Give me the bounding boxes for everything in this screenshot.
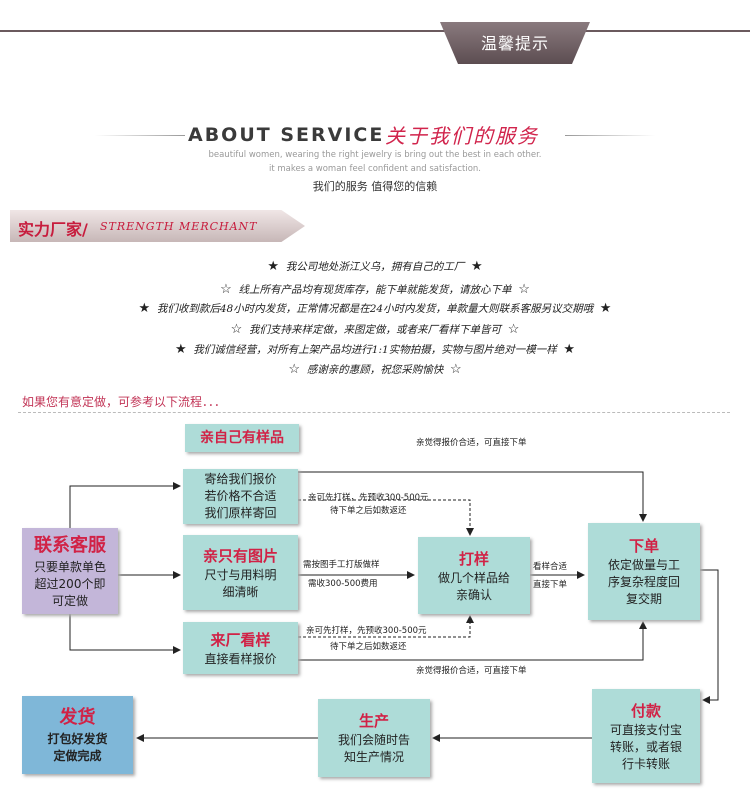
star-solid-icon: ★	[267, 259, 280, 274]
box-line: 转账，或者银	[609, 739, 682, 754]
place-order-box: 下单 依定做量与工 序复杂程度回 复交期	[588, 523, 700, 620]
banner-title-en: STRENGTH MERCHANT	[100, 220, 258, 233]
label-refund-1: 待下单之后如数返还	[330, 506, 407, 516]
about-title-cn: 关于我们的服务	[385, 124, 539, 148]
service-line-text: 我们诚信经营，对所有上架产品均进行1:1实物拍摄，实物与图片绝对一模一样	[193, 344, 557, 356]
service-line: ☆ 我们支持来样定做，来图定做，或者来厂看样下单皆可 ☆	[0, 322, 750, 337]
box-line: 可直接支付宝	[609, 722, 682, 737]
box-line: 寄给我们报价	[204, 472, 277, 486]
order-title: 下单	[628, 537, 659, 555]
process-title: 如果您有意定做，可参考以下流程．．．	[22, 395, 227, 409]
about-subtitle-1: beautiful women, wearing the right jewel…	[208, 150, 542, 160]
label-prepay-2: 亲可先打样，先预收300-500元	[306, 626, 427, 636]
label-sample-ok: 看样合适	[533, 562, 568, 572]
pay-title: 付款	[630, 701, 661, 720]
box-line: 序复杂程度回	[607, 575, 680, 589]
label-handmade: 需按图手工打版做样	[303, 560, 380, 570]
box-line: 尺寸与用料明	[204, 567, 277, 582]
picture-title: 亲只有图片	[202, 546, 278, 565]
box-line: 细清晰	[222, 584, 259, 599]
box-line: 超过200个即	[34, 576, 106, 591]
production-box: 生产 我们会随时告 知生产情况	[318, 699, 430, 777]
service-line-text: 我公司地处浙江义乌，拥有自己的工厂	[285, 261, 465, 273]
service-line-text: 感谢亲的惠顾，祝您采购愉快	[306, 364, 444, 376]
label-direct-order-top: 亲觉得报价合适，可直接下单	[416, 438, 527, 448]
star-solid-icon: ★	[174, 342, 187, 357]
box-line: 定做完成	[53, 749, 102, 763]
star-outline-icon: ☆	[220, 282, 232, 297]
box-line: 依定做量与工	[607, 558, 680, 572]
about-subtitle-3: 我们的服务 值得您的信赖	[312, 180, 438, 193]
service-line: ★ 我们收到款后48小时内发货，正常情况都是在24小时内发货，单款量大则联系客服…	[0, 301, 750, 316]
own-sample-box: 亲自己有样品	[185, 424, 299, 452]
label-refund-2: 待下单之后如数返还	[330, 642, 407, 652]
label-order-direct: 直接下单	[533, 580, 568, 590]
label-direct-order-bottom: 亲觉得报价合适，可直接下单	[416, 666, 527, 676]
box-line: 我们会随时告	[337, 733, 410, 747]
box-line: 知生产情况	[343, 750, 404, 764]
box-line: 打包好发货	[47, 732, 108, 746]
send-sample-box: 寄给我们报价 若价格不合适 我们原样寄回	[183, 469, 298, 524]
produce-title: 生产	[358, 712, 389, 730]
payment-box: 付款 可直接支付宝 转账，或者银 行卡转账	[592, 689, 700, 783]
star-outline-icon: ☆	[518, 282, 530, 297]
box-line: 可定做	[51, 593, 88, 608]
factory-visit-box: 来厂看样 直接看样报价	[183, 622, 298, 674]
star-outline-icon: ☆	[288, 362, 301, 377]
ship-title: 发货	[59, 707, 96, 728]
box-line: 复交期	[625, 592, 662, 606]
service-line: ★ 我们诚信经营，对所有上架产品均进行1:1实物拍摄，实物与图片绝对一模一样 ★	[0, 342, 750, 357]
picture-only-box: 亲只有图片 尺寸与用料明 细清晰	[183, 535, 298, 610]
service-line-text: 线上所有产品均有现货库存，能下单就能发货，请放心下单	[238, 284, 512, 296]
star-solid-icon: ★	[470, 259, 483, 274]
divider-right	[565, 135, 655, 136]
header-rule	[0, 30, 750, 32]
about-subtitle-2: it makes a woman feel confident and sati…	[269, 164, 481, 174]
proof-sample-box: 打样 做几个样品给 亲确认	[418, 537, 530, 614]
service-line-text: 我们收到款后48小时内发货，正常情况都是在24小时内发货，单款量大则联系客服另议…	[156, 303, 594, 315]
banner-title-cn: 实力厂家/	[18, 220, 88, 239]
label-fee: 需收300-500费用	[308, 579, 378, 589]
star-outline-icon: ☆	[507, 322, 520, 337]
star-solid-icon: ★	[138, 301, 151, 316]
box-line: 我们原样寄回	[204, 506, 277, 520]
box-line: 直接看样报价	[204, 651, 277, 666]
visit-title: 来厂看样	[210, 630, 271, 649]
shipping-box: 发货 打包好发货 定做完成	[22, 696, 133, 774]
box-line: 做几个样品给	[437, 570, 510, 585]
service-line: ☆ 感谢亲的惠顾，祝您采购愉快 ☆	[0, 362, 750, 377]
box-line: 若价格不合适	[204, 489, 277, 503]
process-divider	[18, 412, 730, 413]
star-solid-icon: ★	[599, 301, 612, 316]
contact-service-box: 联系客服 只要单款单色 超过200个即 可定做	[22, 528, 118, 614]
star-outline-icon: ☆	[230, 322, 243, 337]
box-line: 只要单款单色	[33, 559, 106, 574]
service-line: ☆ 线上所有产品均有现货库存，能下单就能发货，请放心下单 ☆	[0, 282, 750, 297]
service-line-text: 我们支持来样定做，来图定做，或者来厂看样下单皆可	[249, 324, 501, 336]
box-line: 行卡转账	[621, 756, 670, 771]
strength-banner	[10, 210, 305, 242]
box-line: 亲确认	[455, 587, 492, 602]
divider-left	[95, 135, 185, 136]
notice-ribbon: 温馨提示	[440, 22, 590, 64]
service-line: ★ 我公司地处浙江义乌，拥有自己的工厂 ★	[0, 259, 750, 274]
contact-title: 联系客服	[34, 534, 106, 556]
label-prepay-1: 亲可先打样，先预收300-500元	[308, 493, 429, 503]
about-title-en: ABOUT SERVICE	[188, 124, 385, 146]
own-sample-label: 亲自己有样品	[200, 430, 284, 446]
star-solid-icon: ★	[563, 342, 576, 357]
proof-title: 打样	[458, 549, 489, 568]
star-outline-icon: ☆	[449, 362, 462, 377]
